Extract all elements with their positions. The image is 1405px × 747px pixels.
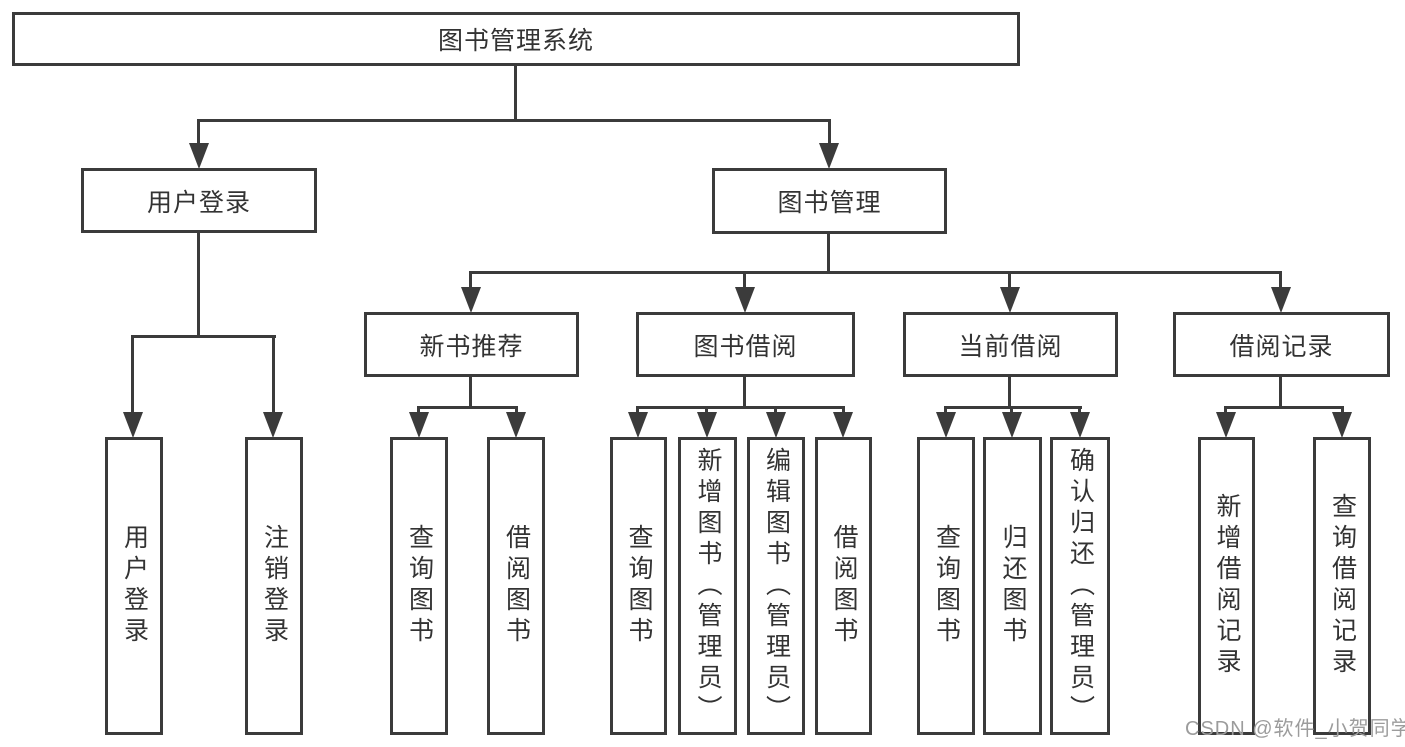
connector-line (514, 64, 517, 121)
node-user-login: 用户登录 (81, 168, 317, 233)
leaf-borrow-books: 借阅图书 (815, 437, 872, 735)
connector-line (131, 335, 276, 338)
connector-line (515, 406, 518, 416)
connector-line (469, 271, 472, 291)
connector-line (743, 376, 746, 408)
arrowhead-down-icon (1271, 287, 1291, 313)
leaf-edit-book-admin: 编辑图书（管理员） (747, 437, 805, 735)
connector-line (1010, 406, 1013, 416)
arrowhead-down-icon (1000, 287, 1020, 313)
connector-line (197, 119, 200, 147)
node-borrow-records: 借阅记录 (1173, 312, 1390, 377)
arrowhead-down-icon (936, 412, 956, 438)
connector-line (469, 376, 472, 408)
connector-line (417, 406, 420, 416)
arrowhead-down-icon (735, 287, 755, 313)
connector-line (774, 406, 777, 416)
connector-line (272, 335, 275, 415)
connector-line (636, 406, 845, 409)
connector-line (131, 335, 134, 415)
connector-line (944, 406, 1082, 409)
arrowhead-down-icon (1332, 412, 1352, 438)
node-book-borrow: 图书借阅 (636, 312, 855, 377)
connector-line (417, 406, 518, 409)
connector-line (1078, 406, 1081, 416)
leaf-user-login: 用户登录 (105, 437, 163, 735)
connector-line (636, 406, 639, 416)
connector-line (197, 232, 200, 338)
connector-line (1341, 406, 1344, 416)
connector-line (827, 233, 830, 273)
leaf-logout: 注销登录 (245, 437, 303, 735)
node-new-book-recommend: 新书推荐 (364, 312, 579, 377)
arrowhead-down-icon (1216, 412, 1236, 438)
leaf-return-books: 归还图书 (983, 437, 1042, 735)
connector-line (743, 271, 746, 291)
connector-line (828, 119, 831, 147)
arrowhead-down-icon (461, 287, 481, 313)
leaf-borrow-books-recommend: 借阅图书 (487, 437, 545, 735)
connector-line (1279, 271, 1282, 291)
leaf-add-book-admin: 新增图书（管理员） (678, 437, 737, 735)
leaf-add-borrow-record: 新增借阅记录 (1198, 437, 1255, 735)
connector-line (705, 406, 708, 416)
arrowhead-down-icon (833, 412, 853, 438)
node-book-management: 图书管理 (712, 168, 947, 234)
connector-line (944, 406, 947, 416)
node-root: 图书管理系统 (12, 12, 1020, 66)
leaf-query-books-current: 查询图书 (917, 437, 975, 735)
leaf-query-books-borrow: 查询图书 (610, 437, 667, 735)
leaf-query-borrow-record: 查询借阅记录 (1313, 437, 1371, 735)
arrowhead-down-icon (1070, 412, 1090, 438)
arrowhead-down-icon (628, 412, 648, 438)
connector-line (197, 119, 831, 122)
connector-line (1224, 406, 1227, 416)
leaf-query-books-recommend: 查询图书 (390, 437, 448, 735)
connector-line (469, 271, 1282, 274)
arrowhead-down-icon (819, 143, 839, 169)
arrowhead-down-icon (506, 412, 526, 438)
connector-line (1224, 406, 1344, 409)
arrowhead-down-icon (1002, 412, 1022, 438)
arrowhead-down-icon (123, 412, 143, 438)
arrowhead-down-icon (189, 143, 209, 169)
arrowhead-down-icon (409, 412, 429, 438)
arrowhead-down-icon (263, 412, 283, 438)
connector-line (1008, 271, 1011, 291)
leaf-confirm-return-admin: 确认归还（管理员） (1050, 437, 1110, 735)
arrowhead-down-icon (766, 412, 786, 438)
arrowhead-down-icon (697, 412, 717, 438)
connector-line (1279, 376, 1282, 408)
watermark-text: CSDN @软件_小贺同学 (1185, 718, 1405, 740)
connector-line (1008, 376, 1011, 408)
connector-line (842, 406, 845, 416)
node-current-borrow: 当前借阅 (903, 312, 1118, 377)
